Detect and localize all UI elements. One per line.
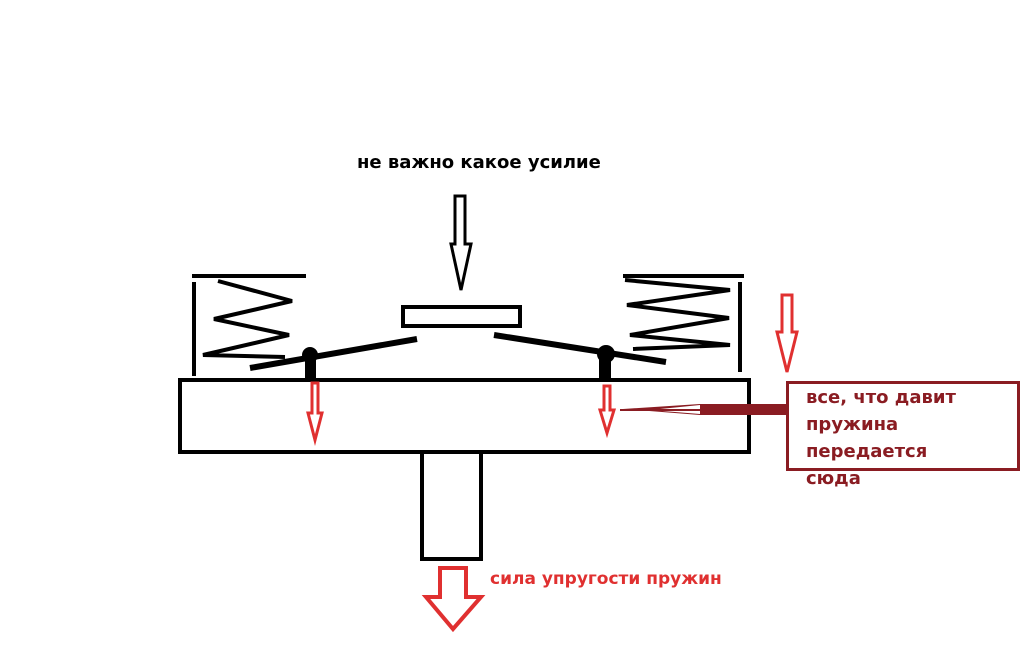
right-spring [623, 274, 744, 372]
spring-force-label: сила упругости пружин [490, 569, 722, 589]
pusher-plate [401, 305, 522, 328]
left-spring [192, 274, 306, 376]
right-force-arrow [597, 384, 617, 439]
left-force-arrow [306, 381, 324, 446]
applied-force-arrow [449, 194, 473, 291]
applied-force-label: не важно какое усилие [357, 152, 601, 173]
base-plate [178, 378, 751, 454]
note-pointer-arrow [620, 404, 786, 415]
note-text: все, что давит пружина передается сюда [806, 387, 956, 489]
spring-force-arrow [421, 566, 486, 633]
shaft [420, 450, 483, 561]
note-box: все, что давит пружина передается сюда [786, 381, 1020, 489]
right-lever [493, 332, 667, 380]
left-lever [249, 336, 418, 380]
right-side-arrow [775, 293, 799, 373]
